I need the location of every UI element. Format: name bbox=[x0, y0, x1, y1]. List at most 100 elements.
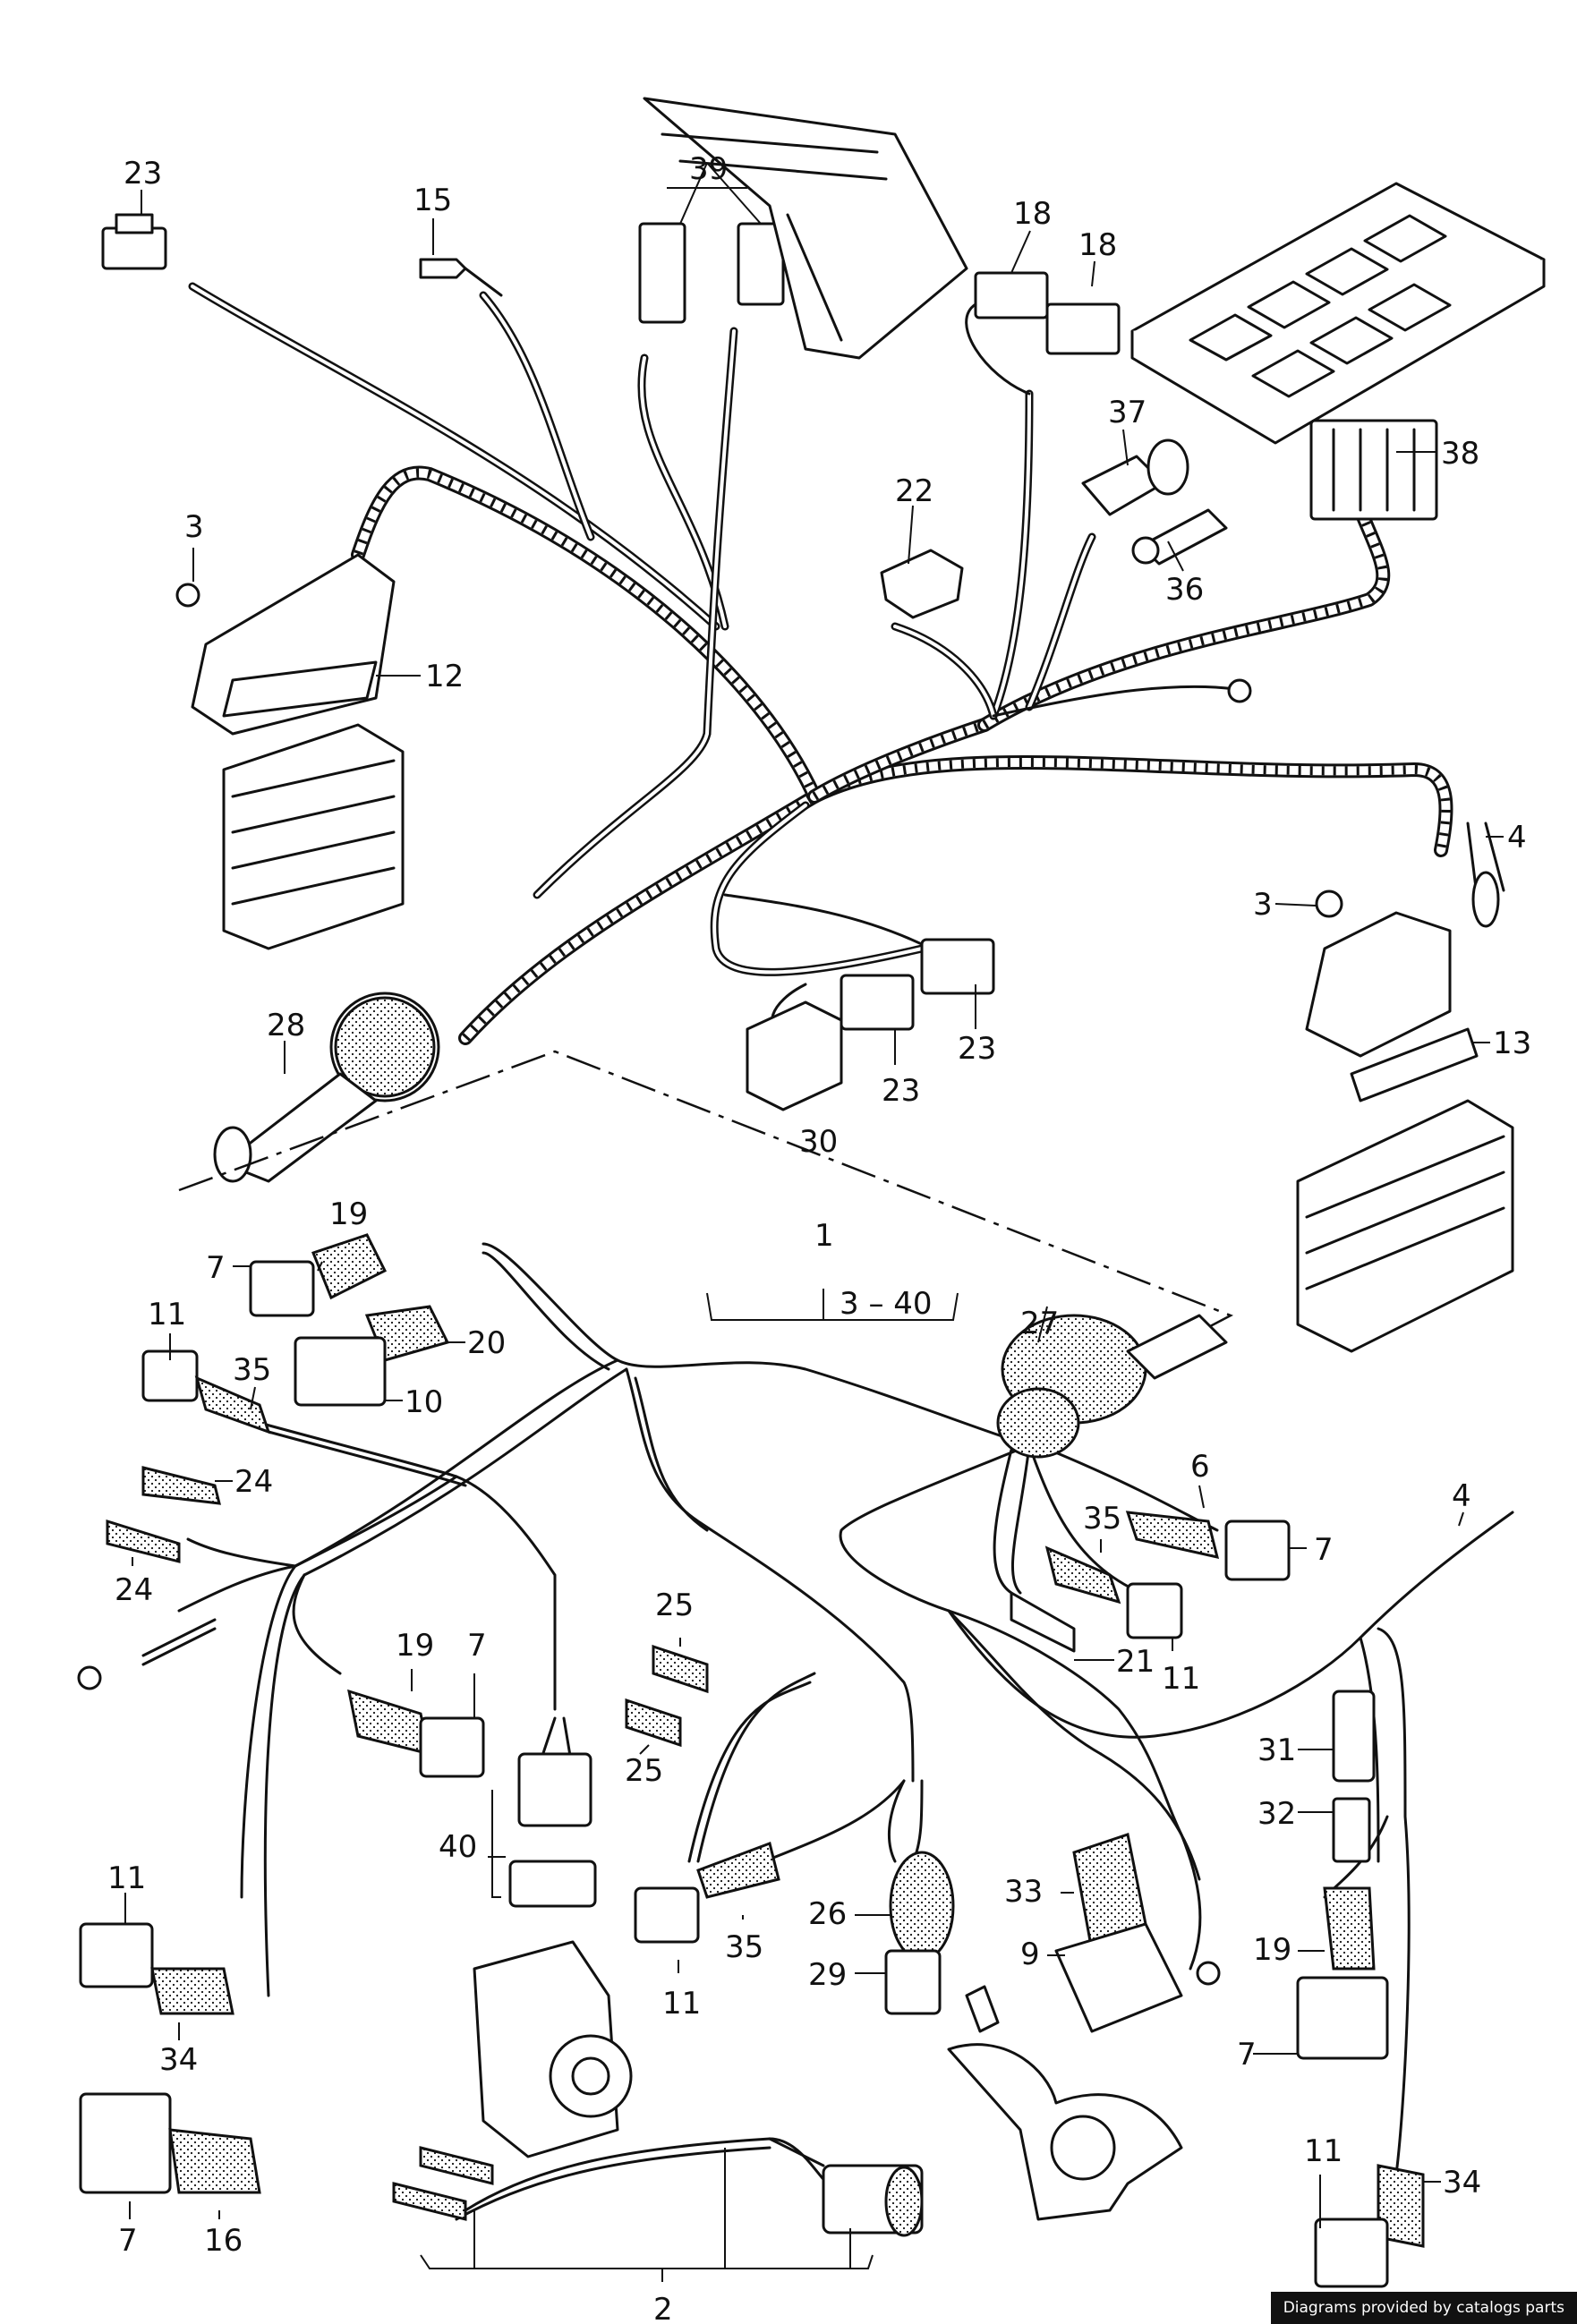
pin-24-a bbox=[141, 1466, 221, 1505]
connector-23-middle-a bbox=[920, 938, 995, 995]
sensor-15 bbox=[419, 258, 467, 279]
callout-13: 13 bbox=[1493, 1026, 1531, 1061]
connector-40 bbox=[517, 1752, 592, 1827]
gasket-13 bbox=[1350, 1027, 1479, 1102]
sleeve-6 bbox=[1125, 1511, 1220, 1559]
sleeve-34-a bbox=[150, 1967, 234, 2015]
callout-23-right: 23 bbox=[958, 1031, 996, 1067]
callout-35-middle: 35 bbox=[725, 1929, 763, 1965]
control-unit-right bbox=[1296, 1099, 1514, 1353]
sleeve-19-a bbox=[311, 1233, 388, 1300]
connector-39-left bbox=[638, 222, 686, 324]
callout-15: 15 bbox=[413, 183, 452, 218]
upper-components bbox=[101, 97, 1546, 1353]
upper-harness bbox=[188, 282, 1453, 1045]
callout-25-b: 25 bbox=[625, 1753, 663, 1789]
callout-32: 32 bbox=[1257, 1796, 1296, 1832]
callout-19-right: 19 bbox=[1253, 1932, 1291, 1968]
connector-18-b bbox=[1045, 302, 1121, 355]
callout-9: 9 bbox=[1020, 1937, 1040, 1972]
assembly-boundary bbox=[178, 1050, 1234, 1362]
credit-banner: Diagrams provided by catalogs parts bbox=[1270, 2292, 1577, 2324]
leader-lines bbox=[124, 162, 1504, 2282]
sleeve-19-c bbox=[1323, 1886, 1376, 1971]
callout-2: 2 bbox=[653, 2292, 673, 2324]
callout-7-bottom-left: 7 bbox=[118, 2223, 138, 2259]
connector-11-c bbox=[79, 1922, 154, 1988]
sleeve-35-c bbox=[696, 1842, 780, 1899]
lower-components bbox=[77, 1233, 1425, 2288]
callout-3-upper: 3 bbox=[184, 509, 204, 545]
sensor-21 bbox=[1010, 1591, 1076, 1653]
callout-34-right: 34 bbox=[1443, 2165, 1481, 2201]
callout-19-middle: 19 bbox=[396, 1628, 434, 1664]
plug-25-a bbox=[652, 1644, 709, 1694]
callout-7-right: 7 bbox=[1314, 1532, 1334, 1568]
callout-35-top: 35 bbox=[233, 1352, 271, 1388]
callout-36: 36 bbox=[1165, 572, 1204, 608]
connector-7-c bbox=[419, 1716, 485, 1778]
callout-27: 27 bbox=[1020, 1306, 1059, 1341]
sleeve-16 bbox=[168, 2128, 261, 2194]
callout-26: 26 bbox=[808, 1896, 847, 1932]
callout-3-right: 3 bbox=[1253, 887, 1273, 923]
clip-32 bbox=[1332, 1797, 1371, 1863]
callout-18-b: 18 bbox=[1078, 227, 1117, 263]
sleeve-19-b bbox=[347, 1689, 431, 1757]
dashboard-panel bbox=[643, 97, 968, 360]
ecu-connector-13 bbox=[1305, 911, 1452, 1058]
callout-37: 37 bbox=[1108, 395, 1147, 430]
callout-24-b: 24 bbox=[115, 1572, 153, 1608]
callout-11-bottom-right: 11 bbox=[1304, 2133, 1343, 2169]
callout-6: 6 bbox=[1190, 1449, 1210, 1485]
lower-harness bbox=[141, 1242, 1514, 2221]
callout-11-middle: 11 bbox=[662, 1986, 701, 2022]
callout-19-top: 19 bbox=[329, 1196, 368, 1232]
callout-23-top: 23 bbox=[124, 156, 162, 192]
connector-7-d bbox=[1296, 1976, 1389, 2060]
callout-34-left: 34 bbox=[159, 2042, 198, 2078]
callout-7-top: 7 bbox=[206, 1250, 226, 1286]
pin-24-b bbox=[106, 1519, 181, 1563]
connector-30 bbox=[746, 1000, 843, 1111]
callout-22: 22 bbox=[895, 473, 933, 509]
plug-25-b bbox=[625, 1698, 682, 1748]
sleeve-35-a bbox=[194, 1375, 271, 1434]
callout-11-right: 11 bbox=[1162, 1661, 1200, 1697]
callout-7-lower-right: 7 bbox=[1237, 2037, 1257, 2073]
connector-31 bbox=[1332, 1690, 1376, 1783]
callout-31: 31 bbox=[1257, 1732, 1296, 1768]
callout-18-a: 18 bbox=[1013, 196, 1052, 232]
callout-30: 30 bbox=[799, 1124, 838, 1160]
callout-38: 38 bbox=[1441, 436, 1479, 472]
callout-16: 16 bbox=[204, 2223, 243, 2259]
connector-23-middle-b bbox=[840, 974, 915, 1031]
gasket-12 bbox=[222, 660, 378, 718]
sleeve-35-b bbox=[1044, 1545, 1121, 1605]
callout-23-middle: 23 bbox=[882, 1073, 920, 1109]
callout-28: 28 bbox=[267, 1008, 305, 1043]
connector-11-e bbox=[1314, 2218, 1389, 2288]
callout-21: 21 bbox=[1116, 1644, 1155, 1680]
callout-range-3-40: 3 – 40 bbox=[840, 1286, 933, 1322]
control-unit-left bbox=[222, 723, 405, 950]
callout-39: 39 bbox=[689, 151, 728, 187]
connector-7-b bbox=[1224, 1520, 1291, 1581]
connector-10 bbox=[294, 1336, 387, 1407]
callouts: 23 15 39 18 18 37 38 22 36 3 12 4 3 13 2… bbox=[107, 151, 1531, 2324]
callout-10: 10 bbox=[405, 1384, 443, 1420]
connector-11-d bbox=[634, 1886, 700, 1944]
connector-7-e bbox=[79, 2092, 172, 2194]
callout-20: 20 bbox=[467, 1325, 506, 1361]
callout-24-a: 24 bbox=[234, 1464, 273, 1500]
connector-22 bbox=[880, 549, 964, 619]
sensor-26 bbox=[889, 1851, 955, 1962]
callout-4-lower: 4 bbox=[1452, 1478, 1471, 1514]
callout-35-right: 35 bbox=[1083, 1501, 1121, 1537]
callout-11-left: 11 bbox=[107, 1860, 146, 1896]
connector-9 bbox=[1054, 1922, 1183, 2033]
callout-12: 12 bbox=[425, 659, 464, 694]
connector-11-b bbox=[1126, 1582, 1183, 1639]
callout-1: 1 bbox=[814, 1218, 834, 1254]
